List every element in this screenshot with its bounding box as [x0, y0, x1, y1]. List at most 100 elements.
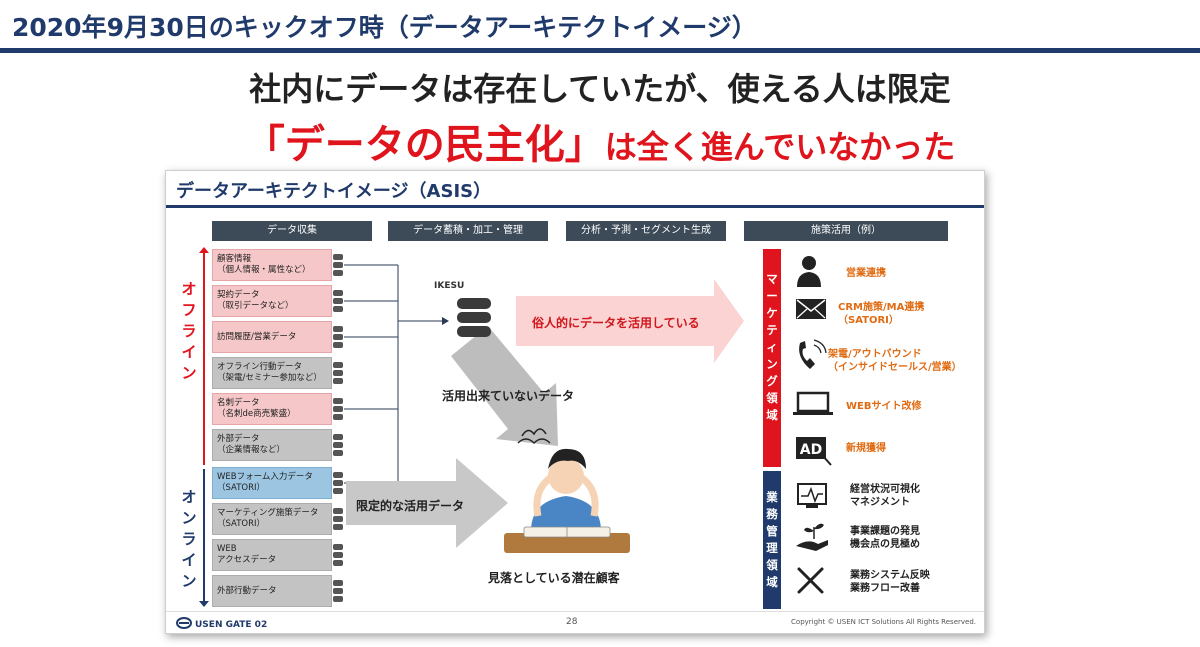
online-label-text: オンライン: [181, 488, 197, 590]
source-visit-history: 訪問履歴/営業データ: [212, 321, 332, 353]
database-icon: [333, 508, 343, 530]
source-line1: 外部データ: [217, 434, 260, 444]
logo-mark-icon: [176, 617, 192, 629]
source-line2: （SATORI）: [217, 483, 266, 493]
ikesu-label: IKESU: [434, 281, 465, 291]
source-line1: 顧客情報: [217, 254, 252, 264]
marketing-item-acquisition: 新規獲得: [846, 442, 886, 455]
database-icon: [333, 254, 343, 276]
header-rule: [0, 48, 1200, 53]
source-marketing-measures: マーケティング施策データ （SATORI）: [212, 503, 332, 535]
personal-use-arrow: [516, 279, 744, 363]
source-line2: （架電/セミナー参加など）: [217, 373, 322, 383]
item-line1: 架電/アウトバウンド: [828, 349, 922, 360]
architecture-slide: データアーキテクトイメージ（ASIS） データ収集 データ蓄積・加工・管理 分析…: [165, 170, 985, 634]
company-logo: USEN GATE 02: [176, 617, 267, 630]
business-domain-bar: [763, 471, 781, 609]
marketing-item-sales: 営業連携: [846, 267, 886, 280]
item-line2: （SATORI）: [838, 315, 899, 326]
online-bracket-arrow-down: [199, 601, 209, 607]
worried-person-illustration: [504, 428, 630, 553]
database-icon: [333, 362, 343, 384]
source-line2: （企業情報など）: [217, 445, 286, 455]
online-bracket: [203, 469, 205, 605]
item-line1: 業務システム反映: [850, 570, 930, 581]
unused-data-text: 活用出来ていないデータ: [442, 389, 575, 403]
source-line1: マーケティング施策データ: [217, 508, 319, 518]
laptop-icon: [793, 391, 833, 415]
offline-bracket: [203, 251, 205, 465]
connector-lines: [344, 264, 442, 484]
copyright: Copyright © USEN ICT Solutions All Right…: [791, 618, 976, 626]
ikesu-database-icon: [457, 298, 491, 337]
svg-text:AD: AD: [800, 442, 822, 458]
source-contract-data: 契約データ （取引データなど）: [212, 285, 332, 317]
phone-icon: [799, 339, 827, 369]
source-line2: （取引データなど）: [217, 301, 294, 311]
source-line1: 契約データ: [217, 290, 260, 300]
page-number: 28: [566, 617, 578, 627]
marketing-domain-label: マーケティング領域: [763, 271, 781, 424]
limited-use-arrow: [346, 458, 508, 548]
source-web-access: WEB アクセスデータ: [212, 539, 332, 571]
marketing-item-website: WEBサイト改修: [846, 400, 921, 413]
monitor-icon: [797, 483, 827, 508]
source-line2: （個人情報・属性など）: [217, 265, 311, 275]
item-line2: マネジメント: [850, 497, 910, 508]
diagram-graphics: AD: [344, 256, 833, 594]
item-line1: 新規獲得: [846, 443, 886, 454]
item-line1: 営業連携: [846, 268, 886, 279]
slide-footer: USEN GATE 02 28 Copyright © USEN ICT Sol…: [166, 611, 984, 633]
slide-title: データアーキテクトイメージ（ASIS）: [176, 181, 492, 202]
envelope-icon: [796, 299, 826, 319]
item-line1: WEBサイト改修: [846, 401, 922, 412]
source-offline-behavior: オフライン行動データ （架電/セミナー参加など）: [212, 357, 332, 389]
database-icon: [333, 290, 343, 312]
database-icon: [333, 580, 343, 602]
database-icon: [333, 398, 343, 420]
source-web-form: WEBフォーム入力データ （SATORI）: [212, 467, 332, 499]
item-line1: 経営状況可視化: [850, 484, 920, 495]
marketing-item-outbound: 架電/アウトバウンド （インサイドセールス/営業）: [828, 348, 962, 374]
source-external-behavior: 外部行動データ: [212, 575, 332, 607]
page-header: 2020年9月30日のキックオフ時（データアーキテクトイメージ）: [0, 0, 1200, 54]
business-item-system: 業務システム反映 業務フロー改善: [850, 569, 930, 595]
source-line1: 外部行動データ: [217, 586, 277, 596]
business-item-discovery: 事業課題の発見 機会点の見極め: [850, 525, 920, 551]
online-label: オンライン: [181, 487, 197, 592]
column-header-activation: 施策活用（例）: [744, 221, 948, 241]
item-line1: 事業課題の発見: [850, 526, 920, 537]
source-line1: 名刺データ: [217, 398, 260, 408]
column-header-analyze: 分析・予測・セグメント生成: [566, 221, 726, 241]
marketing-domain-text: マーケティング領域: [766, 272, 778, 422]
business-domain-label: 業務管理領域: [763, 489, 781, 591]
column-header-store: データ蓄積・加工・管理: [388, 221, 548, 241]
ad-icon: AD: [796, 437, 832, 466]
sprout-hand-icon: [796, 523, 828, 551]
source-line1: WEB: [217, 544, 237, 554]
offline-bracket-arrow-up: [199, 247, 209, 253]
source-line2: （SATORI）: [217, 519, 266, 529]
headline-emphasis: 「データの民主化」: [244, 122, 605, 168]
database-icon: [333, 544, 343, 566]
offline-label: オフライン: [181, 279, 197, 384]
headline-rest: は全く進んでいなかった: [604, 128, 956, 166]
item-line1: CRM施策/MA連携: [838, 302, 925, 313]
database-icon: [333, 472, 343, 494]
column-header-collect: データ収集: [212, 221, 372, 241]
tools-icon: [797, 567, 824, 594]
source-line1: オフライン行動データ: [217, 362, 303, 372]
business-item-visualization: 経営状況可視化 マネジメント: [850, 483, 920, 509]
slide-title-rule: [166, 205, 984, 208]
item-line2: 機会点の見極め: [850, 539, 920, 550]
source-line1: 訪問履歴/営業データ: [217, 332, 297, 342]
personal-use-text: 俗人的にデータを活用している: [532, 316, 700, 330]
database-icon: [333, 434, 343, 456]
business-domain-text: 業務管理領域: [766, 490, 778, 589]
unused-data-arrow: [451, 326, 558, 446]
item-line2: （インサイドセールス/営業）: [828, 362, 962, 373]
database-icon: [333, 326, 343, 348]
logo-text: USEN GATE 02: [195, 620, 268, 630]
offline-label-text: オフライン: [181, 280, 197, 382]
connector-arrowhead: [442, 317, 449, 325]
